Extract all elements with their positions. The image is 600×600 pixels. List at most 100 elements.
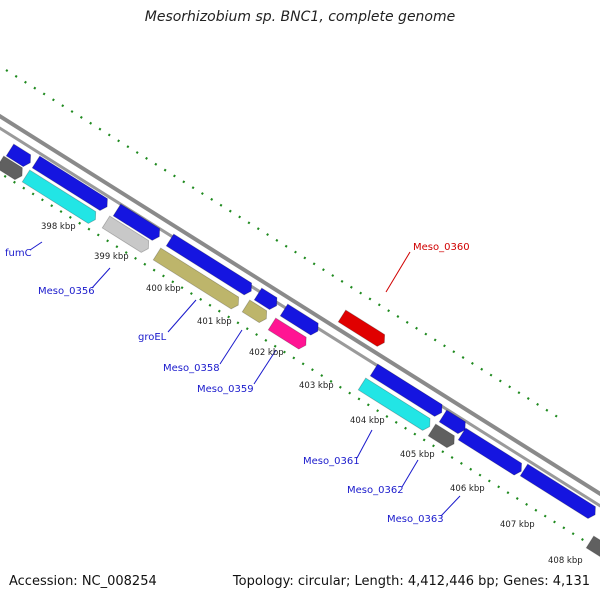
inner-scale-dot [3,174,7,178]
inner-scale-dot [487,479,491,483]
inner-scale-dot [283,350,286,354]
gene-label[interactable]: Meso_0358 [163,363,220,374]
inner-scale-dot [59,210,63,213]
gene-label-leader [385,251,411,293]
inner-scale-dot [78,221,82,225]
inner-scale-dot [338,385,342,389]
gene-label[interactable]: Meso_0361 [303,456,360,467]
outer-scale-dot [498,379,502,383]
gene-feature[interactable] [279,303,319,336]
gene-feature[interactable] [165,233,253,296]
outer-scale-dot [526,397,530,400]
gene-label-leader [219,329,243,365]
gene-feature[interactable] [267,317,307,350]
inner-scale-dot [87,227,91,231]
outer-scale-dot [461,356,465,359]
outer-scale-dot [554,414,558,418]
inner-scale-dot [422,438,426,442]
inner-scale-dot [162,274,165,278]
gene-label[interactable]: groEL [138,332,167,343]
inner-scale-dot [236,321,240,325]
outer-scale-dot [182,180,186,184]
outer-scale-dot [303,256,307,260]
outer-scale-dot [98,127,102,131]
gene-feature[interactable] [101,215,150,253]
inner-scale-dot [469,467,473,471]
gene-feature[interactable] [519,463,596,519]
gene-feature[interactable] [0,155,23,181]
inner-scale-dot [543,514,547,518]
gene-label[interactable]: Meso_0359 [197,384,254,395]
outer-scale-dot [247,221,251,225]
gene-label[interactable]: fumC [5,248,32,259]
inner-scale-dot [320,374,324,377]
gene-feature[interactable] [253,287,278,310]
gene-feature[interactable] [21,169,97,224]
outer-scale-dot [359,291,363,295]
gene-labels: fumCMeso_0356groELMeso_0358Meso_0359Meso… [5,241,470,525]
outer-scale-dot [480,367,484,371]
inner-scale-dot [245,327,249,331]
outer-scale-dot [154,162,158,166]
outer-scale-dot [145,156,148,160]
outer-scale-dot [210,197,214,201]
kbp-tick-label: 407 kbp [500,520,535,530]
outer-scale-dot [238,215,242,219]
gene-label[interactable]: Meso_0362 [347,485,404,496]
inner-scale-dot [515,497,519,500]
gene-feature[interactable] [457,427,523,476]
outer-scale-dot [387,309,391,313]
gene-feature[interactable] [438,409,466,435]
gene-feature[interactable] [337,309,386,347]
inner-scale-dot [189,292,193,295]
outer-scale-dot [396,315,400,318]
inner-scale-dot [581,538,584,541]
outer-scale-dot [517,391,521,395]
gene-feature[interactable] [5,143,32,168]
inner-scale-dot [413,432,417,436]
outer-scale-dot [275,238,279,242]
inner-scale-dot [115,245,119,249]
outer-scale-dot [173,174,176,178]
outer-scale-dot [191,186,195,190]
inner-scale-dot [478,473,482,477]
kbp-tick-label: 403 kbp [299,381,334,391]
inner-scale-dot [450,456,454,459]
gene-label-leader [167,299,197,333]
outer-scale-dot [79,115,83,119]
gene-feature[interactable] [152,247,240,310]
gene-feature[interactable] [112,203,161,241]
inner-scale-dot [441,450,445,454]
gene-feature[interactable] [241,299,268,324]
gene-feature[interactable] [369,363,443,417]
inner-scale-dot [273,344,277,348]
inner-scale-dot [301,362,305,366]
inner-scale-dot [348,391,352,395]
kbp-tick-label: 398 kbp [41,222,76,232]
gene-label[interactable]: Meso_0360 [413,242,470,253]
gene-feature[interactable] [31,155,108,211]
outer-scale-dot [424,332,428,336]
gene-feature[interactable] [585,535,600,558]
inner-scale-dot [255,333,258,336]
gene-feature[interactable] [427,423,455,449]
gene-label-leader [356,429,373,459]
outer-scale-dot [284,244,288,248]
outer-scale-dot [294,250,297,254]
scale-dots [3,69,600,552]
inner-scale-dot [31,192,35,196]
inner-scale-dot [217,309,221,313]
outer-scale-dot [415,326,418,330]
gene-label[interactable]: Meso_0356 [38,286,95,297]
kbp-tick-label: 401 kbp [197,317,232,327]
outer-scale-dot [135,151,139,154]
outer-scale-dot [536,402,540,406]
kbp-tick-label: 400 kbp [146,284,181,294]
gene-label-leader [401,459,419,488]
outer-scale-dot [266,233,269,236]
gene-feature[interactable] [357,377,431,431]
gene-label[interactable]: Meso_0363 [387,514,444,525]
genome-summary: Topology: circular; Length: 4,412,446 bp… [232,574,590,589]
outer-scale-dot [377,303,381,307]
